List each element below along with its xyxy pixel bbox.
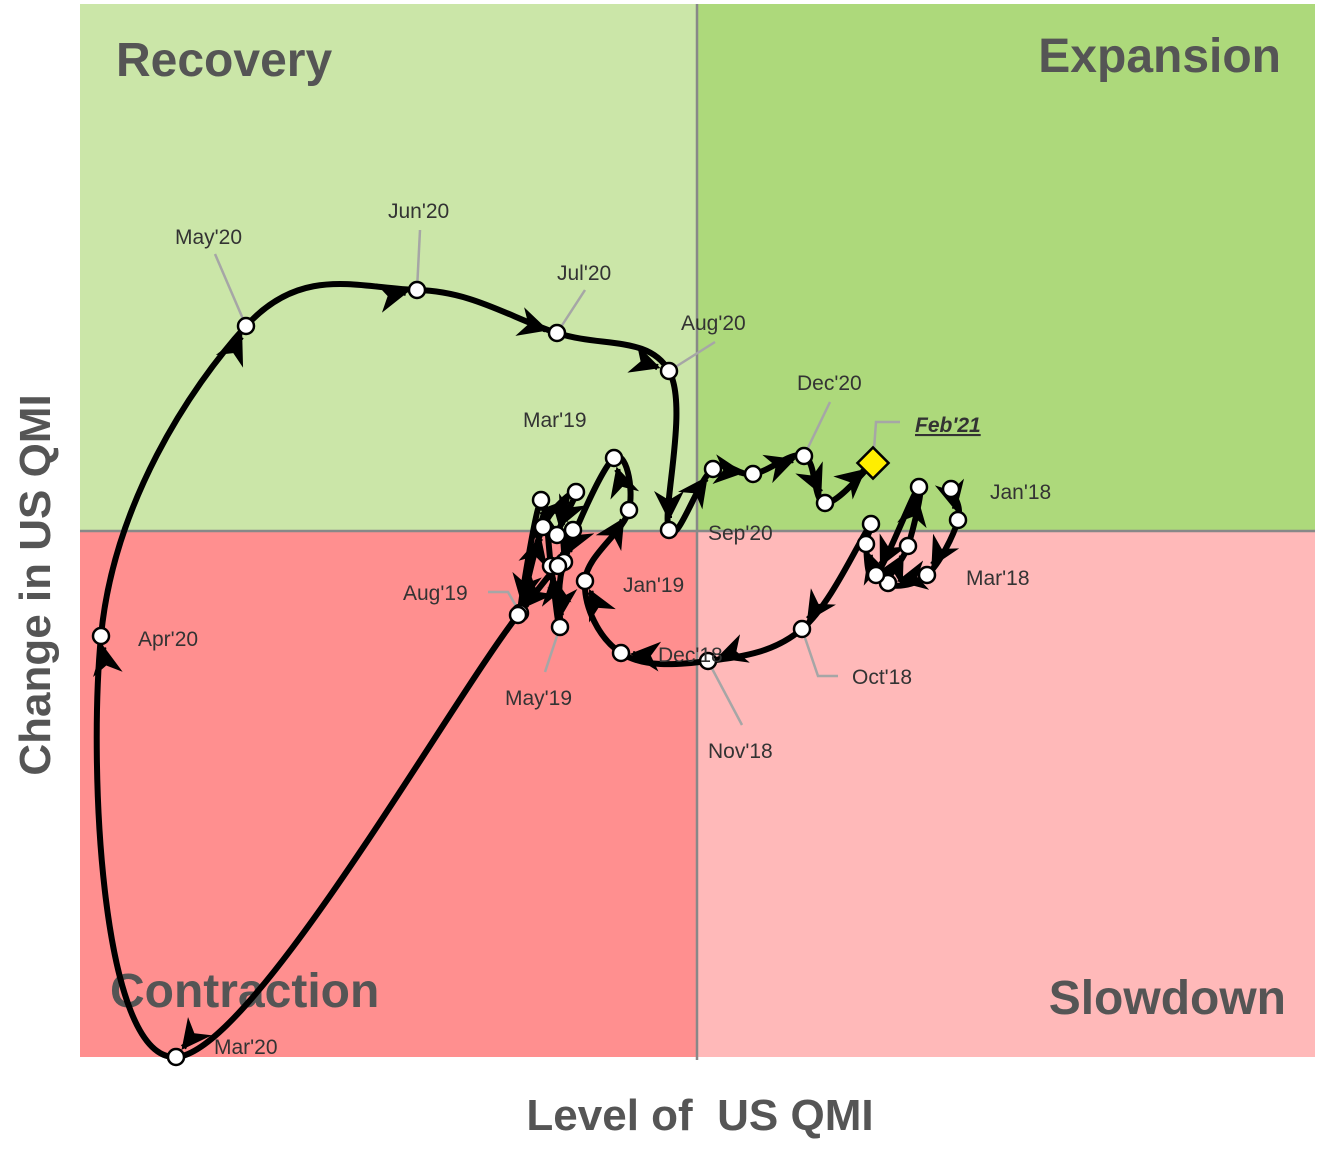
data-point: [703, 459, 723, 479]
direction-arrow: [587, 589, 616, 623]
data-point: [563, 520, 583, 540]
data-point: [533, 517, 553, 537]
data-point: [604, 448, 624, 468]
point-label: Nov'18: [708, 740, 773, 763]
label-leader-line: [800, 628, 838, 678]
data-point: [548, 556, 568, 576]
direction-arrow: [716, 634, 750, 663]
direction-arrow: [878, 533, 907, 567]
direction-arrow: [518, 535, 548, 569]
quadrant-recovery: [80, 4, 697, 531]
data-point: [407, 280, 427, 300]
data-point: [547, 525, 567, 545]
data-point: [815, 493, 835, 513]
point-label: Mar'18: [966, 567, 1030, 590]
point-label: Aug'19: [403, 582, 468, 605]
point-label: Mar'19: [523, 409, 587, 432]
data-point: [941, 479, 961, 499]
y-axis-title: Change in US QMI: [11, 394, 60, 775]
data-point: [236, 316, 256, 336]
point-label: Sep'20: [708, 522, 773, 545]
point-label: Jul'20: [557, 262, 611, 285]
data-point: [794, 446, 814, 466]
direction-arrow: [180, 1016, 212, 1050]
latest-point-marker: [855, 445, 891, 481]
data-point: [948, 510, 968, 530]
label-leader-line: [415, 229, 422, 291]
data-point: [91, 626, 111, 646]
direction-arrow: [806, 588, 836, 622]
label-leader-line: [802, 401, 832, 457]
data-point: [792, 619, 812, 639]
data-point: [166, 1047, 186, 1067]
data-point: [917, 565, 937, 585]
label-leader-line: [706, 660, 744, 726]
data-point: [659, 361, 679, 381]
data-points: [91, 280, 968, 1067]
point-label: May'20: [175, 226, 242, 249]
point-label: Feb'21: [915, 414, 981, 437]
direction-arrow: [538, 498, 570, 531]
direction-arrow: [595, 517, 626, 552]
data-point: [866, 565, 886, 585]
direction-arrow: [930, 533, 960, 568]
point-label: Aug'20: [681, 312, 746, 335]
point-label: Dec'20: [797, 372, 862, 395]
data-point: [508, 605, 528, 625]
point-label: May'19: [505, 687, 572, 710]
data-point: [619, 500, 639, 520]
data-point: [575, 571, 595, 591]
direction-arrow: [863, 552, 893, 586]
label-leader-line: [213, 253, 248, 327]
direction-arrow: [833, 468, 867, 500]
point-label: Jun'20: [388, 200, 449, 223]
quadrant-expansion: [697, 4, 1315, 531]
data-point: [856, 534, 876, 554]
point-labels: Jan'18Mar'18Oct'18Nov'18Dec'18Jan'19Mar'…: [138, 200, 1051, 1059]
quadrant-title-slowdown: Slowdown: [1049, 972, 1286, 1025]
data-point: [566, 482, 586, 502]
direction-arrow: [523, 575, 555, 609]
data-point: [550, 617, 570, 637]
data-point: [547, 323, 567, 343]
data-point: [861, 514, 881, 534]
direction-arrow: [215, 334, 244, 368]
direction-arrow: [610, 466, 640, 500]
direction-arrow: [559, 493, 587, 527]
data-point: [659, 520, 679, 540]
data-point: [909, 477, 929, 497]
point-label: Mar'20: [214, 1036, 278, 1059]
point-label: Jan'19: [623, 574, 684, 597]
quadrant-title-recovery: Recovery: [116, 34, 332, 87]
data-point: [611, 643, 631, 663]
quadrant-slowdown: [697, 531, 1315, 1057]
direction-arrow: [795, 461, 823, 495]
data-point: [743, 464, 763, 484]
point-label: Jan'18: [990, 481, 1051, 504]
point-label: Apr'20: [138, 628, 198, 651]
direction-arrow: [876, 553, 905, 588]
direction-arrow: [627, 344, 661, 373]
direction-arrow: [566, 520, 595, 554]
direction-arrow: [678, 476, 709, 510]
data-point: [698, 651, 718, 671]
direction-arrow: [762, 454, 796, 484]
data-point: [898, 536, 918, 556]
direction-arrow: [515, 307, 549, 336]
point-label: Oct'18: [852, 666, 912, 689]
data-point: [531, 490, 551, 510]
point-label: Dec'18: [658, 644, 723, 667]
x-axis-title: Level of US QMI: [526, 1091, 873, 1140]
quadrant-title-expansion: Expansion: [1038, 30, 1281, 83]
